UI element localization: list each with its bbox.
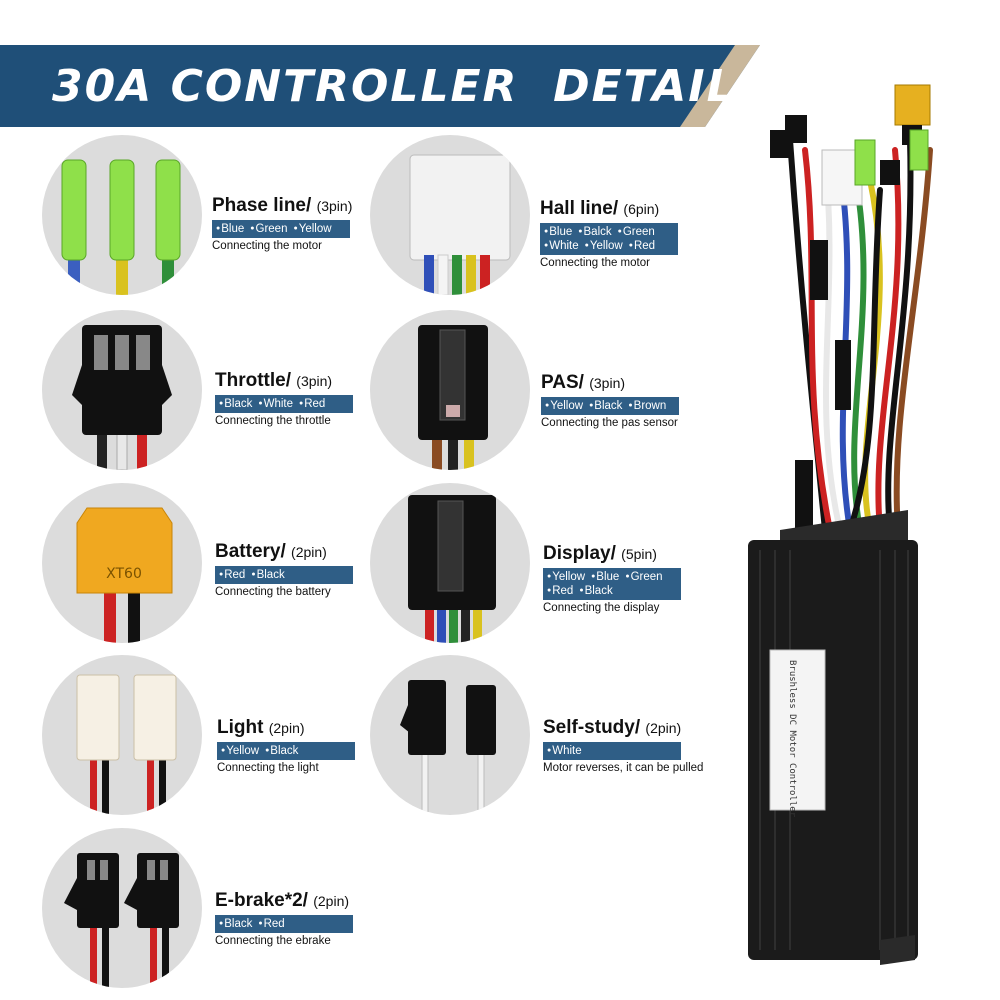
- wire-color: Balck: [578, 225, 612, 239]
- connector-pin: (2pin): [645, 720, 682, 736]
- connector-pin: (3pin): [589, 375, 626, 391]
- wire-color: Blue: [216, 222, 244, 236]
- hall-line-info: Hall line/ (6pin) Blue Balck Green White Ye…: [540, 198, 690, 269]
- connector-title: Battery/: [215, 541, 286, 562]
- connector-pin: (2pin): [268, 720, 305, 736]
- wire-color: White: [544, 239, 578, 253]
- connector-pin: (3pin): [296, 373, 333, 389]
- wire-color: Blue: [544, 225, 572, 239]
- connector-title: Hall line/: [540, 198, 619, 219]
- header-banner: 30A CONTROLLER DETAIL: [0, 45, 760, 127]
- self-study-connector-icon: [370, 655, 530, 815]
- light-connector-icon: [42, 655, 202, 815]
- connector-description: Connecting the display: [543, 602, 660, 614]
- wire-color: Yellow: [221, 744, 259, 758]
- wire-color-bar: Blue Balck Green White Yellow Red: [540, 223, 678, 255]
- ebrake-info: E-brake*2/ (2pin) Black Red Connecting th…: [215, 890, 365, 947]
- connector-title: Throttle/: [215, 370, 291, 391]
- controller-image: Brushless DC Motor Controller: [730, 80, 1000, 980]
- connector-description: Connecting the throttle: [215, 415, 331, 427]
- wire-color: Green: [625, 570, 663, 584]
- pas-connector-icon: [370, 310, 530, 470]
- wire-color: Yellow: [585, 239, 623, 253]
- product-label: Brushless DC Motor Controller: [787, 660, 797, 818]
- hall-connector-icon: [370, 135, 530, 295]
- throttle-info: Throttle/ (3pin) Black White Red Connectin…: [215, 370, 365, 427]
- wire-color: Red: [547, 584, 573, 598]
- wire-color: White: [258, 397, 293, 411]
- light-info: Light (2pin) Yellow Black Connecting the …: [217, 717, 367, 774]
- battery-info: Battery/ (2pin) Red Black Connecting the …: [215, 541, 365, 598]
- phase-line-info: Phase line/ (3pin) Blue Green Yellow Conne…: [212, 195, 362, 252]
- page-title: 30A CONTROLLER DETAIL: [52, 61, 737, 112]
- phase-connector-icon: [42, 135, 202, 295]
- wire-color-bar: Black White Red: [215, 395, 353, 413]
- display-info: Display/ (5pin) Yellow Blue Green Red Black…: [543, 543, 693, 614]
- wire-color: Green: [618, 225, 655, 239]
- connector-title: Display/: [543, 543, 616, 564]
- wire-color-bar: Yellow Black: [217, 742, 355, 760]
- throttle-connector-icon: [42, 310, 202, 470]
- connector-pin: (6pin): [623, 201, 660, 217]
- connector-description: Connecting the ebrake: [215, 935, 331, 947]
- wire-color: White: [547, 744, 581, 758]
- wire-color-bar: Red Black: [215, 566, 353, 584]
- wire-color: Black: [219, 397, 252, 411]
- wire-color: Black: [251, 568, 285, 582]
- connector-description: Connecting the motor: [540, 257, 650, 269]
- battery-marking: XT60: [106, 566, 142, 582]
- connector-title: Self-study/: [543, 717, 641, 738]
- wire-color: Red: [299, 397, 325, 411]
- wire-color: Blue: [591, 570, 619, 584]
- pas-info: PAS/ (3pin) Yellow Black Brown Connecting …: [541, 372, 691, 429]
- wire-color-bar: Yellow Blue Green Red Black: [543, 568, 681, 600]
- self-study-info: Self-study/ (2pin) White Motor reverses,…: [543, 717, 704, 774]
- wire-color: Yellow: [547, 570, 585, 584]
- wire-color-bar: Blue Green Yellow: [212, 220, 350, 238]
- connector-pin: (3pin): [316, 198, 353, 214]
- wire-color-bar: Yellow Black Brown: [541, 397, 679, 415]
- connector-title: Phase line/: [212, 195, 312, 216]
- wire-color: Red: [219, 568, 245, 582]
- wire-color: Red: [258, 917, 285, 931]
- display-connector-icon: [370, 483, 530, 643]
- connector-description: Connecting the motor: [212, 240, 322, 252]
- wire-color: Black: [219, 917, 252, 931]
- wire-color: Black: [589, 399, 622, 413]
- battery-connector-icon: XT60: [42, 483, 202, 643]
- banner-shape: [0, 45, 760, 127]
- connector-description: Connecting the pas sensor: [541, 417, 678, 429]
- wire-color-bar: White: [543, 742, 681, 760]
- wire-color: Yellow: [545, 399, 583, 413]
- connector-pin: (2pin): [291, 544, 327, 560]
- connector-pin: (5pin): [621, 546, 657, 562]
- connector-description: Connecting the light: [217, 762, 319, 774]
- wire-color: Black: [265, 744, 298, 758]
- ebrake-connector-icon: [42, 828, 202, 988]
- connector-title: PAS/: [541, 372, 584, 393]
- wire-color: Yellow: [293, 222, 332, 236]
- wire-color: Brown: [628, 399, 667, 413]
- connector-pin: (2pin): [313, 893, 350, 909]
- wire-color-bar: Black Red: [215, 915, 353, 933]
- wire-color: Black: [579, 584, 613, 598]
- wire-color: Red: [629, 239, 655, 253]
- connector-description: Connecting the battery: [215, 586, 331, 598]
- connector-title: Light: [217, 717, 264, 738]
- wire-color: Green: [250, 222, 288, 236]
- connector-description: Motor reverses, it can be pulled: [543, 762, 704, 774]
- connector-title: E-brake*2/: [215, 890, 308, 911]
